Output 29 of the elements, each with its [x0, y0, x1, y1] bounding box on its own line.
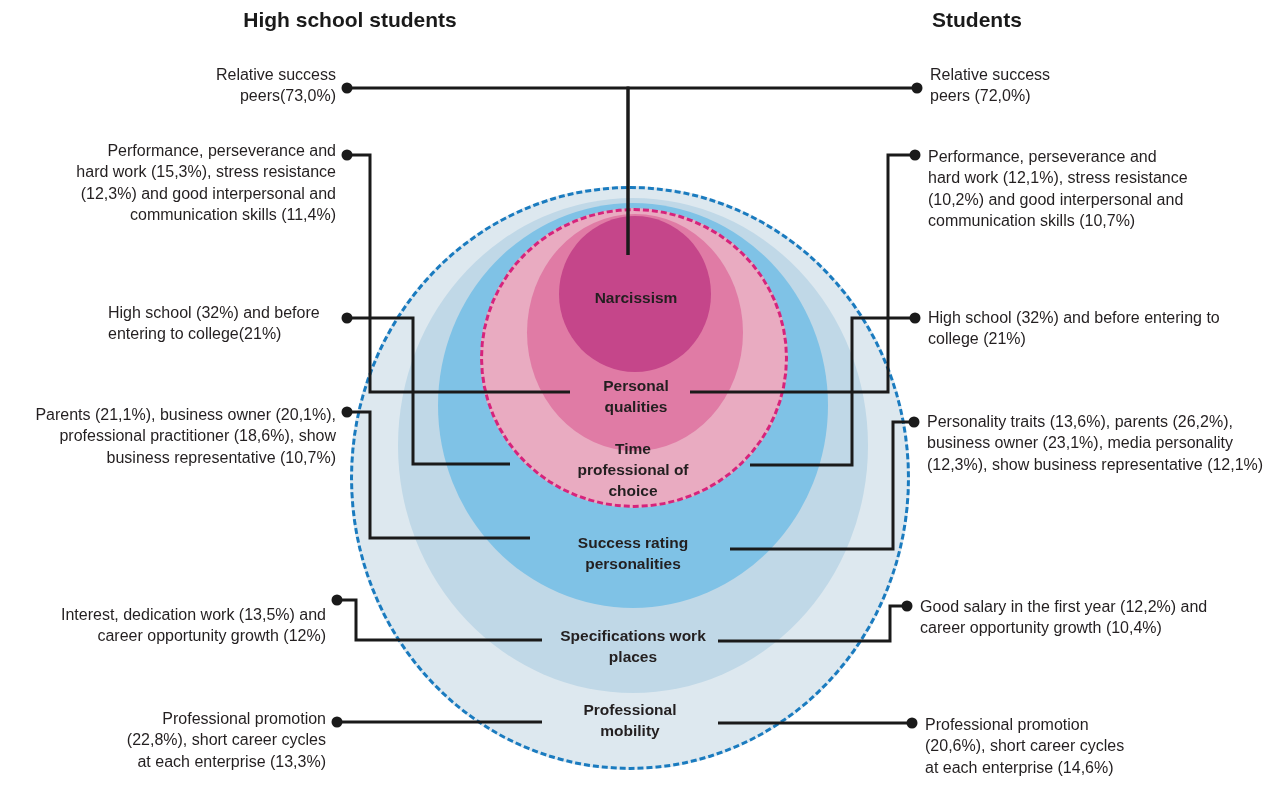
- leader-line: [718, 717, 918, 729]
- annotation-text: Parents (21,1%), business owner (20,1%), professional practitioner (18,6%), show business representative (10,7%): [6, 404, 336, 468]
- layer-label: Narcissism: [593, 287, 679, 308]
- leader-line: [730, 416, 920, 551]
- leader-line: [341, 312, 510, 466]
- column-heading: Students: [932, 8, 1022, 32]
- annotation-text: Relative success peers(73,0%): [156, 64, 336, 107]
- leader-line: [341, 149, 570, 394]
- column-heading: High school students: [243, 8, 457, 32]
- layer-label: Personal qualities: [602, 376, 670, 417]
- annotation-text: Relative success peers (72,0%): [930, 64, 1080, 107]
- annotation-text: Performance, perseverance and hard work (15,3%), stress resistance (12,3%) and good interpersonal and communication skills (11,4%): [76, 140, 336, 226]
- layer-label: Specifications work places: [559, 626, 707, 667]
- leader-line: [750, 312, 921, 467]
- layer-label: Professional mobility: [582, 700, 678, 741]
- annotation-text: Good salary in the first year (12,2%) and career opportunity growth (10,4%): [920, 596, 1220, 639]
- annotation-text: High school (32%) and before entering to college (21%): [928, 307, 1228, 350]
- annotation-text: Interest, dedication work (13,5%) and career opportunity growth (12%): [16, 604, 326, 647]
- leader-line: [341, 406, 530, 540]
- layer-label: Time professional of choice: [576, 438, 690, 501]
- leader-line: [690, 149, 921, 394]
- annotation-text: Professional promotion (22,8%), short career cycles at each enterprise (13,3%): [126, 708, 326, 772]
- leader-line: [331, 594, 542, 642]
- leader-line: [626, 82, 923, 255]
- annotation-text: High school (32%) and before entering to college(21%): [108, 302, 336, 345]
- annotation-text: Professional promotion (20,6%), short career cycles at each enterprise (14,6%): [925, 714, 1140, 778]
- annotation-text: Personality traits (13,6%), parents (26,2%), business owner (23,1%), media personality (12,3%), show business representative (12,1%): [927, 411, 1272, 475]
- annotation-text: Performance, perseverance and hard work (12,1%), stress resistance (10,2%) and good interpersonal and communication skills (10,7%): [928, 146, 1188, 232]
- layer-label: Success rating personalities: [576, 533, 690, 574]
